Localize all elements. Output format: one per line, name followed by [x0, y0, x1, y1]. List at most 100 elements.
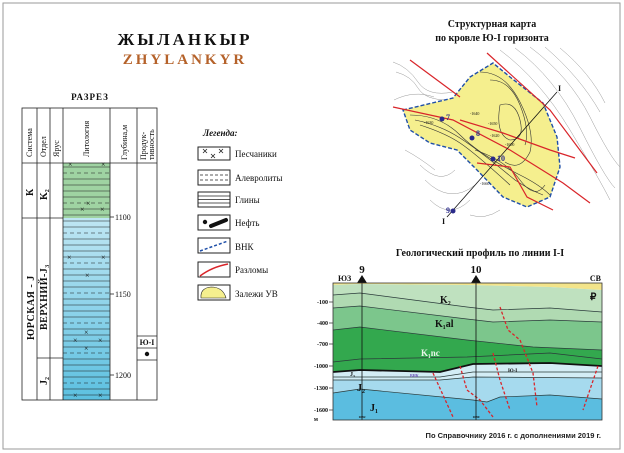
svg-text:Разломы: Разломы [235, 265, 268, 275]
well-triangle-icon [357, 275, 481, 283]
sandstone-mark-icon: × [86, 199, 91, 208]
sandstone-mark-icon: × [101, 160, 106, 169]
svg-text:8: 8 [476, 129, 480, 138]
y-unit: м [314, 417, 318, 423]
label-yu1: Ю-I [508, 369, 517, 374]
header-system: Система [25, 128, 34, 157]
ytick: -1000 [314, 364, 328, 370]
legend: Легенда: Песчаники Алевролиты Глины Нефт… [197, 128, 282, 301]
sandstone-mark-icon: × [80, 205, 85, 214]
structure-map: Структурная карта по кровле Ю-I горизонт… [392, 19, 621, 226]
profile-well-10: 10 [471, 264, 483, 276]
header-depth: Глубина,м [120, 125, 129, 160]
svg-text:-1620: -1620 [490, 133, 499, 138]
sandstone-mark-icon: × [84, 344, 89, 353]
svg-text:Алевролиты: Алевролиты [235, 173, 282, 183]
sandstone-mark-icon: × [67, 253, 72, 262]
ytick: -700 [317, 342, 328, 348]
svg-text:7: 7 [446, 113, 450, 122]
legend-fault: Разломы [197, 261, 268, 278]
sandstone-mark-icon: × [98, 391, 103, 400]
lithology-j [63, 218, 110, 400]
svg-text:Песчаники: Песчаники [235, 149, 277, 159]
sandstone-mark-icon: × [68, 160, 73, 169]
sandstone-mark-icon: × [73, 391, 78, 400]
well-10 [490, 156, 496, 162]
depth-1100: 1100 [115, 213, 131, 222]
ytick: -100 [317, 300, 328, 306]
field-subtitle: ZHYLANKYR [123, 52, 248, 68]
svg-text:Нефть: Нефть [235, 218, 259, 228]
layer-k2-lower [333, 293, 602, 322]
layer-j1 [333, 389, 602, 420]
horizon-label: Ю-I [140, 338, 155, 347]
label-paleogene: ₽ [590, 292, 597, 303]
header-series: Отдел [39, 136, 48, 157]
sandstone-mark-icon: × [84, 328, 89, 337]
header-lithology: Литология [82, 120, 91, 157]
section-title: РАЗРЕЗ [71, 92, 109, 102]
profile-line [446, 91, 558, 218]
layer-k2 [333, 284, 602, 312]
layer-k1al [333, 306, 602, 350]
depth-1200: 1200 [115, 371, 131, 380]
svg-text:-1660: -1660 [480, 181, 489, 186]
ytick: -400 [317, 321, 328, 327]
well-9-depth: 1082 [359, 415, 366, 419]
svg-text:9: 9 [446, 206, 450, 215]
svg-text:Залежи УВ: Залежи УВ [235, 289, 278, 299]
well-10-depth: 1080 [473, 415, 480, 419]
header-productivity-2: тивность [147, 129, 156, 160]
dir-sw: ЮЗ [338, 274, 351, 283]
map-title-2: по кровле Ю-I горизонта [435, 33, 549, 44]
legend-clay: Глины [197, 191, 260, 208]
stratigraphic-column: РАЗРЕЗ ×××××××××××××× Система Отдел [21, 92, 158, 401]
line-label-end: I [558, 84, 561, 93]
svg-text:-1640: -1640 [470, 111, 479, 116]
label-j2: J₂ [357, 383, 365, 394]
dir-ne: СВ [590, 274, 602, 283]
series-k2: K₂ [39, 189, 50, 200]
profile-well-9: 9 [359, 264, 365, 276]
legend-oil: Нефть [197, 214, 259, 231]
source-note: По Справочнику 2016 г. с дополнениями 20… [426, 431, 601, 440]
field-title: ЖЫЛАНКЫР [117, 30, 252, 49]
label-j1: J₁ [370, 403, 378, 414]
sandstone-mark-icon: × [98, 336, 103, 345]
label-k1nc: K₁nc [421, 348, 440, 358]
depth-1150: 1150 [115, 290, 131, 299]
label-k1al: K₁al [435, 319, 454, 330]
sandstone-mark-icon: × [100, 205, 105, 214]
profile-faults [432, 306, 599, 418]
label-owc: ВНК [410, 373, 419, 378]
svg-text:-1600: -1600 [505, 142, 514, 147]
series-j3: ВЕРХНИЙ-J₃ [38, 264, 50, 330]
layer-j3 [333, 363, 602, 380]
series-j2: J₂ [39, 377, 50, 385]
layer-top [333, 283, 602, 290]
system-k: К [25, 188, 36, 196]
svg-text:-1630: -1630 [424, 120, 433, 125]
well-8 [469, 135, 475, 141]
svg-text:10: 10 [497, 154, 505, 163]
geological-profile: Геологический профиль по линии I-I ЮЗ СВ… [314, 248, 603, 440]
well-bores [361, 283, 477, 420]
label-k2: K₂ [440, 295, 451, 306]
legend-sandstone: Песчаники [197, 146, 277, 161]
system-jurassic: ЮРСКАЯ - J [26, 275, 37, 340]
sandstone-mark-icon: × [85, 271, 90, 280]
profile-title: Геологический профиль по линии I-I [396, 248, 564, 259]
ytick: -1300 [314, 386, 328, 392]
well-7 [439, 116, 445, 122]
sandstone-mark-icon: × [73, 336, 78, 345]
header-productivity-1: Продук- [139, 131, 148, 160]
oil-marker [144, 351, 150, 357]
legend-owc: ВНК [197, 237, 255, 254]
sandstone-mark-icon: × [101, 253, 106, 262]
map-title-1: Структурная карта [448, 19, 536, 30]
well-9 [450, 208, 456, 214]
legend-deposit: Залежи УВ [197, 284, 278, 301]
layer-k1nc [333, 327, 602, 372]
